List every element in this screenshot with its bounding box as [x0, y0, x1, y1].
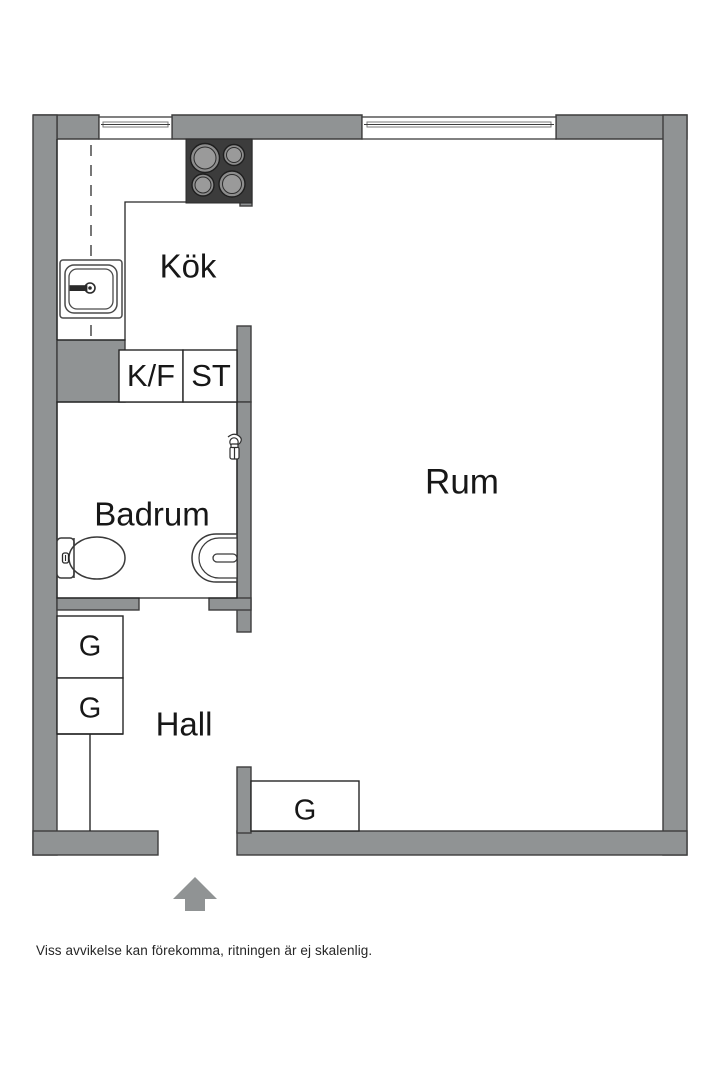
exterior-wall-right — [662, 114, 688, 856]
kitchen-faucet — [69, 282, 96, 294]
entry-closet — [250, 780, 360, 832]
exterior-wall-bottom-right — [236, 830, 688, 856]
burner-large — [189, 142, 221, 174]
storage-label-g-hall-2: G — [79, 693, 102, 725]
window-room — [361, 116, 557, 140]
room-label-badrum: Badrum — [94, 496, 210, 533]
toilet — [56, 536, 126, 580]
window-kitchen — [98, 116, 173, 140]
closet-g-1-box — [56, 615, 124, 679]
room-labels: Kök Rum Badrum Hall — [94, 248, 499, 743]
interior-wall-bathroom-bottom-right — [208, 597, 252, 611]
exterior-wall-top-mid — [171, 114, 363, 140]
hall-closets — [56, 615, 124, 831]
exterior-wall-left — [32, 114, 58, 856]
kitchen-sink — [59, 259, 123, 319]
burner-small-2 — [191, 173, 215, 197]
storage-labels: K/F ST G G G — [79, 358, 317, 826]
kitchen-storage-boxes — [118, 349, 238, 403]
shower-mixer — [227, 433, 242, 460]
burner-medium — [218, 170, 246, 198]
entrance-arrow — [173, 877, 217, 911]
closet-g-entry-box — [250, 780, 360, 832]
stove-hob — [185, 138, 253, 204]
burner-small-1 — [222, 143, 246, 167]
interior-wall-bathroom-bottom-left — [56, 597, 140, 611]
room-label-rum: Rum — [425, 462, 499, 501]
storage-label-g-entry: G — [294, 795, 317, 827]
wall-structure — [32, 114, 688, 856]
interior-wall-kitchen-right — [236, 325, 252, 403]
bathroom-sink — [191, 533, 238, 583]
room-label-hall: Hall — [156, 706, 213, 743]
interior-wall-kitchen-bottom — [56, 339, 126, 403]
storage-label-st: ST — [191, 358, 231, 393]
interior-wall-entry-closet — [236, 766, 252, 834]
disclaimer-caption: Viss avvikelse kan förekomma, ritningen … — [36, 943, 373, 958]
cabinet-st-box — [182, 349, 238, 403]
storage-label-g-hall-1: G — [79, 631, 102, 663]
exterior-wall-bottom-left — [32, 830, 159, 856]
room-label-kok: Kök — [160, 248, 217, 285]
storage-label-kf: K/F — [127, 358, 175, 393]
cabinet-kf-box — [118, 349, 184, 403]
